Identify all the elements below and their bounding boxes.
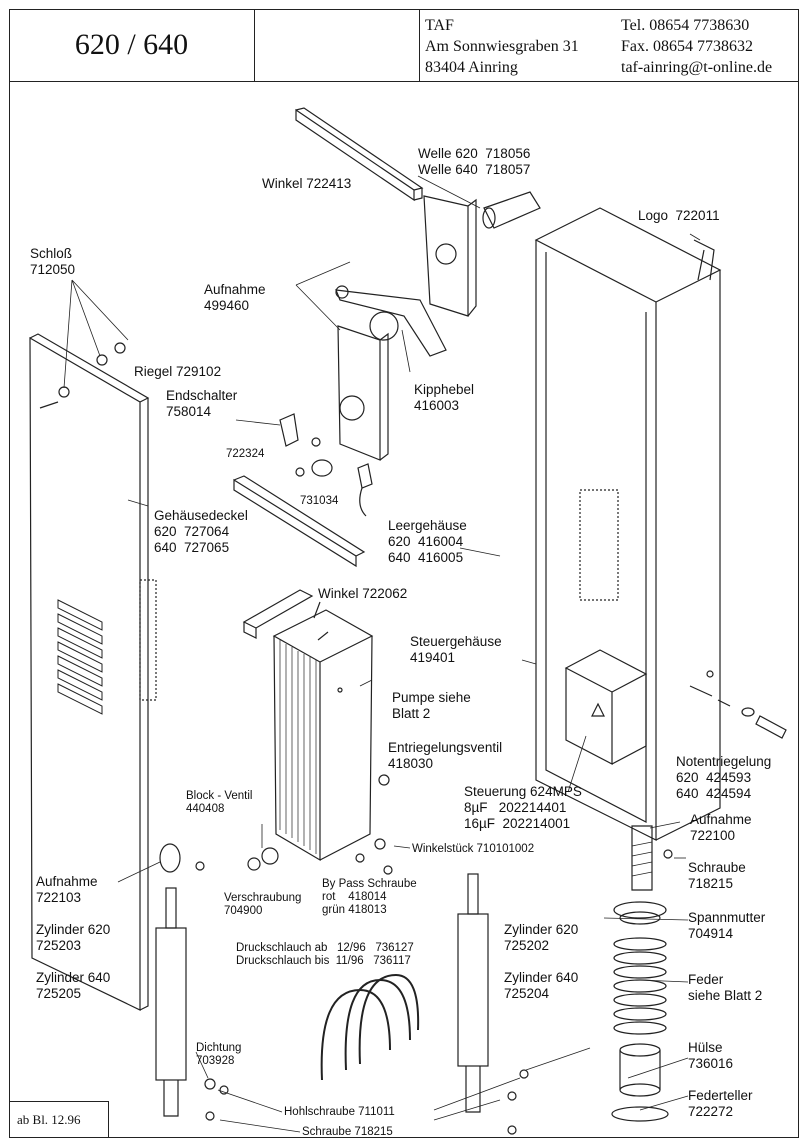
cylinder-right: [457, 873, 489, 1113]
phone: Tel. 08654 7738630: [621, 17, 750, 34]
label-logo: Logo 722011: [638, 208, 720, 223]
label-verschraubung: Verschraubung 704900: [224, 892, 302, 917]
label-federteller: Federteller 722272: [688, 1088, 753, 1119]
drawing-frame: [9, 9, 799, 1138]
label-notentriegelung: Notentriegelung 620 424593 640 424594: [676, 754, 772, 801]
label-pumpe: Pumpe siehe Blatt 2: [392, 690, 471, 721]
bracket-middle: [233, 475, 366, 568]
label-endschalter: Endschalter 758014: [166, 388, 238, 419]
label-gehaeusedeckel: Gehäusedeckel 620 727064 640 727065: [154, 508, 248, 555]
label-aufnahme-722103: Aufnahme 722103: [36, 874, 98, 905]
label-schraube-718215-right: Schraube 718215: [688, 860, 746, 891]
company-street: Am Sonnwiesgraben 31: [425, 38, 579, 55]
label-druckschlauch: Druckschlauch ab 12/96 736127 Druckschla…: [236, 942, 414, 967]
label-winkelstueck: Winkelstück 710101002: [412, 843, 535, 855]
label-aufnahme-499460: Aufnahme 499460: [204, 282, 266, 313]
label-steuerung: Steuerung 624MPS 8µF 202214401 16µF 2022…: [464, 784, 582, 831]
label-spannmutter: Spannmutter 704914: [688, 910, 766, 941]
label-leergehaeuse: Leergehäuse 620 416004 640 416005: [388, 518, 467, 565]
cylinder-left: [155, 843, 187, 1117]
label-dichtung: Dichtung 703928: [196, 1042, 242, 1067]
label-kipphebel: Kipphebel 416003: [414, 382, 475, 413]
revision-note: ab Bl. 12.96: [9, 1101, 109, 1138]
label-zylinder-620-left: Zylinder 620 725203: [36, 922, 111, 953]
email: taf-ainring@t-online.de: [621, 59, 773, 76]
label-welle: Welle 620 718056 Welle 640 718057: [418, 146, 531, 177]
label-entriegelungsventil: Entriegelungsventil 418030: [388, 740, 503, 771]
label-riegel: Riegel 729102: [134, 364, 222, 379]
company-name: TAF: [425, 17, 454, 34]
label-bypass: By Pass Schraube rot 418014 grün 418013: [322, 878, 417, 916]
control-box: [564, 649, 648, 765]
label-feder: Feder siehe Blatt 2: [688, 972, 763, 1003]
emergency-release: [689, 685, 787, 739]
label-schloss: Schloß 712050: [30, 246, 76, 277]
fax: Fax. 08654 7738632: [621, 38, 753, 55]
bracket-small: [242, 589, 314, 639]
blank-cell: [254, 9, 420, 81]
label-schraube-718215-bottom: Schraube 718215: [302, 1126, 393, 1138]
leader-lines: [117, 175, 701, 1133]
label-hohlschraube: Hohlschraube 711011: [284, 1106, 395, 1118]
label-winkel-722062: Winkel 722062: [318, 586, 408, 601]
label-huelse: Hülse 736016: [688, 1040, 734, 1071]
label-zylinder-620-right: Zylinder 620 725202: [504, 922, 579, 953]
empty-housing: [534, 207, 722, 841]
shaft: [482, 191, 541, 229]
spring-assembly: [611, 825, 669, 1122]
label-zylinder-640-right: Zylinder 640 725204: [504, 970, 579, 1001]
label-722324: 722324: [226, 448, 265, 460]
company-city: 83404 Ainring: [425, 59, 518, 76]
title-block: 620 / 640 TAF Am Sonnwiesgraben 31 83404…: [9, 9, 799, 82]
company-address: TAF Am Sonnwiesgraben 31 83404 Ainring: [425, 15, 579, 78]
label-block-ventil: Block - Ventil 440408: [186, 790, 253, 815]
housing-cover: [29, 333, 157, 1011]
pressure-hoses: [320, 973, 420, 1081]
small-fittings: [195, 774, 673, 1135]
company-contact: Tel. 08654 7738630 Fax. 08654 7738632 ta…: [621, 15, 772, 78]
label-aufnahme-722100: Aufnahme 722100: [690, 812, 752, 843]
pump-unit: [272, 601, 374, 862]
model-title: 620 / 640: [9, 9, 255, 81]
bracket-top: [295, 107, 424, 202]
label-731034: 731034: [300, 495, 339, 507]
label-winkel-top: Winkel 722413: [262, 176, 352, 191]
mount-brackets: [337, 195, 477, 461]
limit-switch-parts: [279, 413, 373, 517]
tilt-lever: [335, 285, 447, 357]
label-steuergehaeuse: Steuergehäuse 419401: [410, 634, 502, 665]
label-zylinder-640-left: Zylinder 640 725205: [36, 970, 111, 1001]
